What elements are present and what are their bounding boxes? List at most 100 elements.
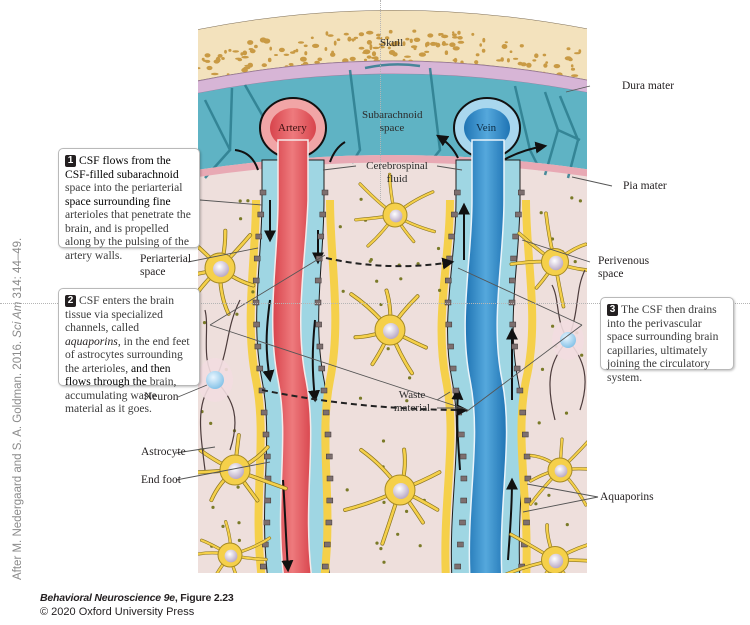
aquaporin-channel [255, 233, 263, 240]
waste-particle [341, 289, 345, 293]
aquaporin-channel [446, 255, 453, 262]
waste-particle [399, 277, 403, 281]
astrocyte-label: Astrocyte [141, 446, 186, 458]
skull-spot [404, 55, 411, 58]
aquaporin-channel [254, 343, 262, 350]
aquaporin-channel [253, 321, 260, 328]
skull-spot [232, 50, 239, 53]
neuron-label: Neuron [144, 391, 179, 403]
skull-spot [241, 55, 249, 59]
skull-spot [211, 72, 219, 76]
skull-spot [314, 60, 320, 64]
skull-spot [509, 50, 513, 53]
waste-particle [209, 421, 213, 425]
skull-spot [412, 29, 417, 33]
waste-particle [379, 547, 383, 551]
skull-spot [259, 37, 267, 43]
waste-particle [235, 312, 239, 316]
aquaporin-channel [252, 277, 260, 284]
skull-spot [312, 43, 320, 49]
skull-spot [532, 59, 537, 62]
aquaporin-channel [260, 563, 267, 570]
waste-particle [358, 396, 363, 400]
skull-spot [350, 38, 356, 41]
aquaporin-channel [325, 519, 333, 526]
skull-spot [570, 67, 576, 71]
copyright: © 2020 Oxford University Press [40, 606, 195, 618]
skull-spot [410, 45, 418, 49]
skull-spot [217, 54, 223, 58]
subarachnoid-space-label: Subarachnoid space [362, 109, 422, 135]
skull-spot [235, 57, 242, 60]
skull-spot [369, 45, 372, 51]
skull-spot [452, 46, 460, 51]
aquaporin-channel [509, 277, 516, 284]
skull-spot [566, 47, 571, 51]
skull-spot [324, 47, 328, 51]
aquaporin-channel [322, 409, 330, 416]
subarachnoid-space-text: Subarachnoid space [362, 109, 423, 134]
source-credit-prefix: After M. Nedergaard and S. A. Goldman. 2… [12, 337, 24, 580]
step-1-text-bold-2: space surrounding fine [65, 194, 171, 208]
aquaporin-channel [253, 255, 261, 262]
aquaporin-channel [262, 431, 270, 438]
waste-material-text: Waste material [393, 389, 431, 414]
aquaporin-channel [326, 497, 334, 504]
aquaporin-channel [460, 497, 467, 504]
skull-spot [363, 58, 368, 62]
skull-spot [204, 53, 211, 58]
skull-spot [327, 34, 334, 37]
skull-spot [358, 32, 365, 37]
aquaporin-channel [508, 299, 516, 306]
skull-spot [297, 41, 305, 44]
end-foot-label: End foot [141, 474, 181, 486]
astrocyte [198, 228, 256, 316]
skull-spot [310, 36, 314, 40]
aquaporin-channel [516, 387, 524, 394]
skull-spot [349, 56, 356, 62]
astrocyte-nucleus [389, 209, 403, 223]
skull-spot [526, 62, 532, 68]
aquaporin-channel [460, 475, 468, 482]
waste-particle [381, 439, 386, 443]
skull-spot [247, 62, 253, 68]
waste-particle [368, 259, 372, 263]
aquaporin-channel [264, 453, 271, 460]
aquaporin-channel [513, 365, 521, 372]
cerebrospinal-fluid-label: Cerebrospinal fluid [355, 160, 439, 186]
book-title: Behavioral Neuroscience 9e [40, 592, 175, 604]
skull-spot [376, 33, 381, 37]
skull-label: Skull [380, 37, 404, 49]
aquaporin-channel [519, 409, 527, 416]
aquaporin-channel [256, 365, 264, 372]
waste-particle [438, 288, 442, 292]
vein [437, 97, 537, 573]
skull-spot [441, 34, 449, 39]
pia-mater-label: Pia mater [623, 180, 667, 192]
skull-spot [330, 52, 336, 57]
skull-spot [221, 57, 225, 60]
waste-particle [573, 260, 577, 264]
skull-spot [452, 59, 457, 62]
skull-spot [506, 58, 510, 63]
step-2-text-b: , in the end feet of astrocytes surround… [65, 334, 190, 375]
skull-spot [362, 51, 369, 55]
skull-spots [198, 29, 582, 85]
aquaporin-channel [454, 189, 461, 196]
skull-spot [543, 63, 548, 68]
step-2-number: 2 [65, 295, 76, 307]
skull-spot [452, 36, 458, 39]
skull-spot [300, 56, 307, 62]
waste-particle [436, 246, 441, 251]
aquaporin-channel [451, 211, 458, 218]
astrocyte-nucleus [224, 549, 238, 563]
skull-spot [254, 44, 258, 49]
skull-spot [425, 42, 428, 48]
skull-spot [405, 37, 410, 41]
skull-spot [274, 54, 278, 56]
csf-flow-path-upper [325, 257, 455, 270]
perivenous-space-text: Perivenous space [598, 255, 650, 280]
figure-reference: , Figure 2.23 [174, 592, 234, 604]
